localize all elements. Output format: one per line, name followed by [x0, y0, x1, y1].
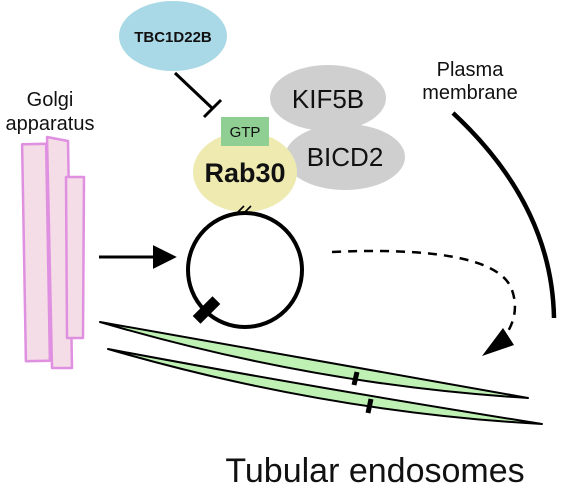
tubular-endosome-marker: [351, 371, 360, 386]
golgi-cisterna-3: [64, 175, 86, 340]
tubular-endosome-body: [107, 348, 543, 425]
tubular-endosome-1: [99, 321, 529, 399]
rab30-ellipse: [193, 132, 297, 212]
bicd2-ellipse: [285, 124, 405, 190]
bicd2-label: BICD2: [307, 142, 384, 172]
plasma-label-line1: Plasma: [437, 59, 505, 81]
gtp-box: [221, 117, 269, 146]
transport-arrowhead-icon: [482, 328, 514, 356]
rab30-label: Rab30: [204, 158, 285, 188]
golgi-label-line2: apparatus: [6, 113, 95, 135]
tbc1d22b-node: TBC1D22B: [119, 1, 227, 71]
kif5b-ellipse: [270, 65, 386, 131]
golgi-label-line1: Golgi: [27, 89, 74, 111]
rab30-node: Rab30: [193, 132, 297, 212]
vesicle-cargo-marker: [192, 296, 221, 324]
tubular-endosomes-label: Tubular endosomes: [225, 452, 524, 490]
gtp-label: GTP: [230, 124, 261, 141]
plasma-label-line2: membrane: [422, 82, 518, 104]
plasma-membrane-curve: [451, 111, 557, 319]
tubular-endosome-marker: [365, 398, 374, 414]
inhibition-arrow-icon: [173, 71, 223, 119]
kif5b-label: KIF5B: [292, 84, 364, 114]
vesicle-circle: [186, 211, 304, 329]
tubular-endosome-2: [107, 348, 543, 425]
dashed-transport-arrow-icon: [331, 249, 517, 341]
golgi-apparatus: [20, 135, 86, 370]
bicd2-node: BICD2: [285, 124, 405, 190]
tubular-endosome-body: [99, 321, 529, 399]
gtp-node: GTP: [221, 117, 269, 146]
tbc1d22b-ellipse: [119, 1, 227, 71]
kif5b-node: KIF5B: [270, 65, 386, 131]
tbc1d22b-label: TBC1D22B: [134, 29, 212, 46]
golgi-cisterna-1: [20, 142, 52, 363]
